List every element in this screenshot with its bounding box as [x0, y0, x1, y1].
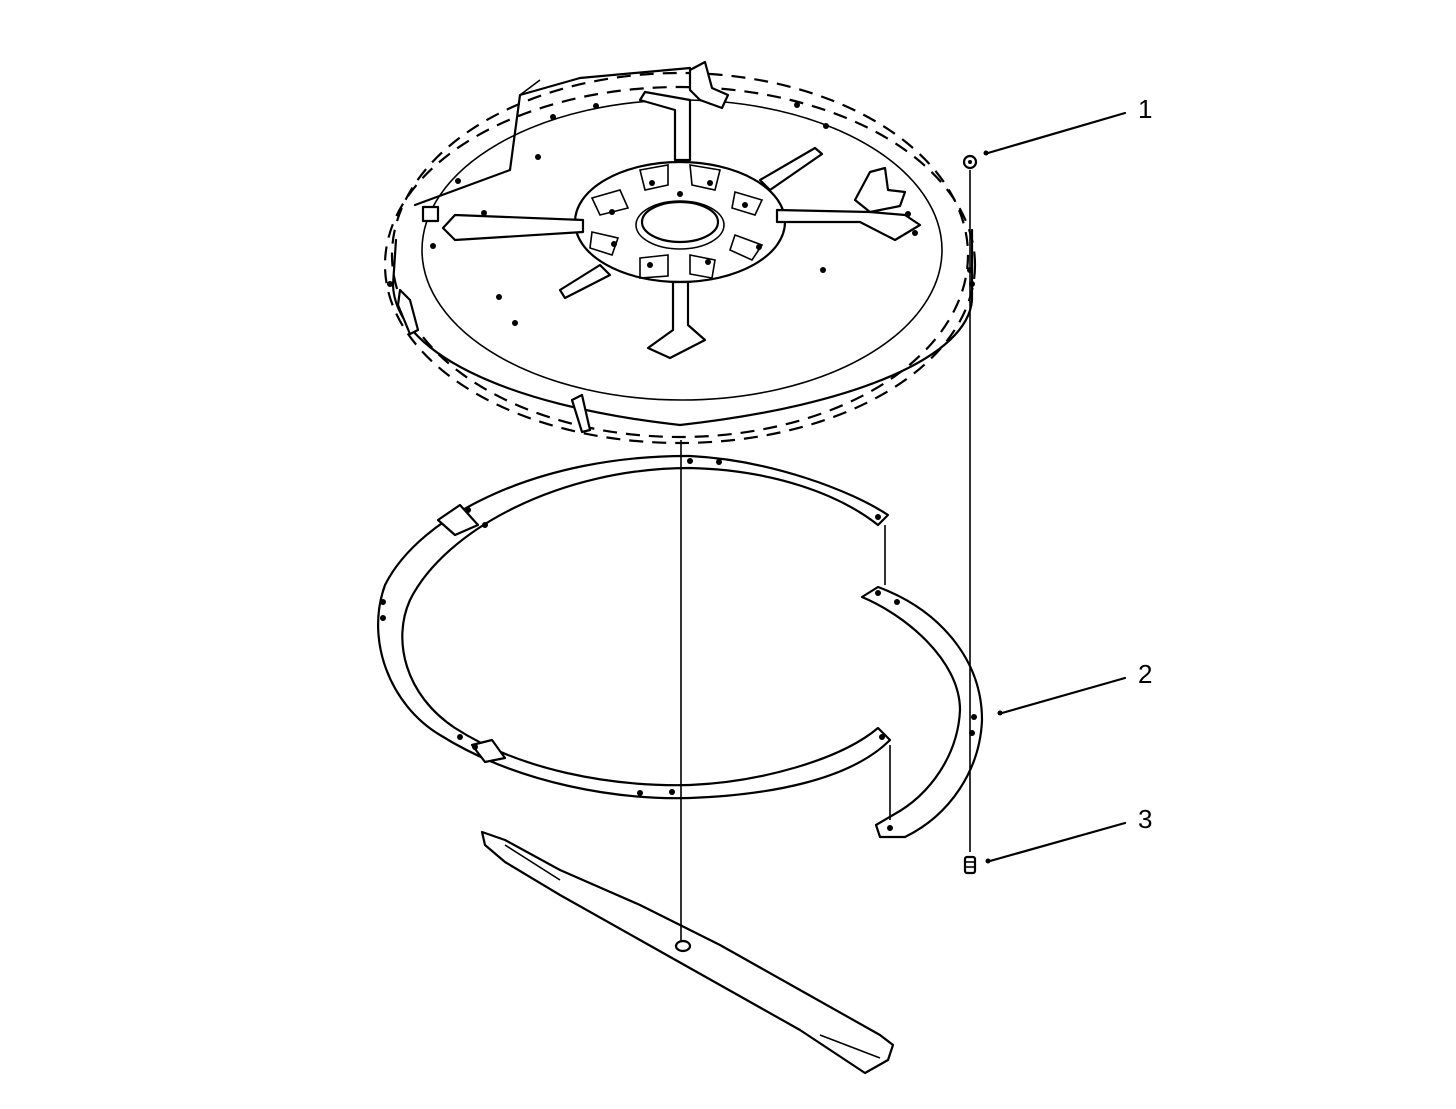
baffle-ring	[377, 454, 984, 839]
callout-label-1: 1	[1138, 94, 1152, 124]
callout-label-3: 3	[1138, 804, 1152, 834]
mower-deck-housing	[383, 60, 977, 445]
callout-3: 3	[985, 804, 1152, 864]
leader-line-3	[988, 821, 1127, 863]
nut-part-1	[962, 154, 978, 170]
callout-2: 2	[997, 659, 1152, 716]
bolt-part-3	[963, 855, 977, 875]
mower-blade	[480, 830, 895, 1075]
leader-line-2	[1000, 676, 1127, 715]
callout-label-2: 2	[1138, 659, 1152, 689]
callout-1: 1	[983, 94, 1152, 156]
leader-line-1	[986, 111, 1127, 155]
